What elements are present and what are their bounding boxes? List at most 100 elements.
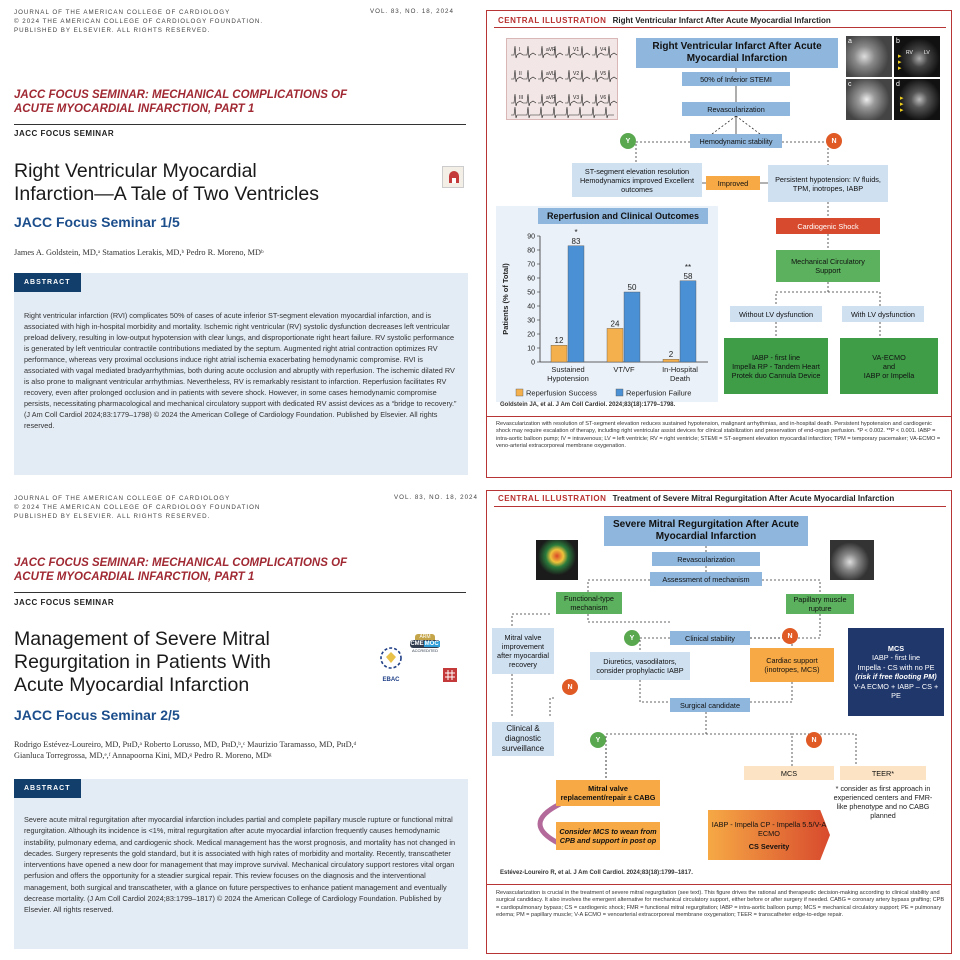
article-page-1: JOURNAL OF THE AMERICAN COLLEGE OF CARDI… (0, 0, 480, 488)
abstract-box: ABSTRACT Right ventricular infarction (R… (14, 273, 468, 475)
vaecmo-line: and (882, 361, 896, 371)
y-tick-label: 70 (527, 262, 535, 269)
ecg-lead-label: aVL (546, 71, 555, 77)
teer-note: * consider as first approach in experien… (833, 784, 933, 820)
improved-box: Improved (706, 176, 760, 190)
illustration-frame (486, 10, 952, 478)
kicker-line: ACUTE MYOCARDIAL INFARCTION, PART 1 (14, 103, 255, 115)
without-lv-box: Without LV dysfunction (730, 306, 822, 322)
revascularization-box: Revascularization (652, 552, 760, 566)
mri-arrows-d: ▸▸▸ (900, 95, 904, 114)
legend-swatch (615, 388, 624, 397)
article-title: Management of Severe Mitral Regurgitatio… (14, 628, 271, 697)
journal-header: JOURNAL OF THE AMERICAN COLLEGE OF CARDI… (14, 494, 260, 521)
open-access-icon[interactable] (442, 166, 464, 188)
vaecmo-line: VA-ECMO (872, 352, 906, 362)
title-line: Acute Myocardial Infarction (14, 674, 250, 696)
illustration-label: CENTRAL ILLUSTRATION (498, 494, 607, 503)
ecg-lead-label: V5 (600, 71, 606, 77)
figure-caption: Revascularization with resolution of ST-… (496, 421, 941, 449)
caption-rule (487, 884, 951, 885)
ecg-lead-label: I (519, 47, 520, 53)
ebac-logo-icon: EBAC (376, 644, 406, 683)
title-line: Right Ventricular Myocardial (14, 160, 257, 182)
bar-success (550, 344, 568, 363)
x-tick-label: Death (670, 374, 690, 383)
kicker-line: JACC FOCUS SEMINAR: MECHANICAL COMPLICAT… (14, 557, 348, 569)
author-list: Rodrigo Estévez-Loureiro, MD, PʜD,ᵃ Robe… (14, 739, 356, 761)
bar-value-label: 24 (611, 319, 620, 328)
y-tick-label: 50 (527, 290, 535, 297)
series-kicker: JACC FOCUS SEMINAR: MECHANICAL COMPLICAT… (14, 556, 347, 584)
abstract-heading: ABSTRACT (14, 779, 81, 798)
cs-severity-label: CS Severity (748, 841, 790, 851)
surveillance-box: Clinical & diagnostic surveillance (492, 722, 554, 756)
mitral-improvement-box: Mitral valve improvement after myocardia… (492, 628, 554, 674)
supplement-icon[interactable] (443, 668, 457, 682)
journal-line: JOURNAL OF THE AMERICAN COLLEGE OF CARDI… (14, 9, 231, 16)
img-label-lv: LV (924, 50, 930, 56)
no-circle: N (826, 133, 842, 149)
accredited-label: ACCREDITED (411, 648, 438, 653)
x-tick-label: Sustained (551, 365, 584, 374)
y-tick-label: 90 (527, 234, 535, 241)
ecg-trace (565, 69, 591, 83)
ecg-trace (511, 69, 537, 83)
ecg-trace (511, 93, 537, 107)
author-list: James A. Goldstein, MD,ᵃ Stamatios Lerak… (14, 248, 264, 257)
x-tick-label: VT/VF (613, 365, 635, 374)
legend-swatch (515, 388, 524, 397)
volume-info: VOL. 83, NO. 18, 2024 (370, 8, 454, 15)
yes-circle: Y (620, 133, 636, 149)
significance-marker: * (574, 228, 577, 237)
mcs-line: (risk if free flooting PM) (855, 672, 937, 681)
mcs-line: V-A ECMO + IABP – CS + PE (853, 681, 939, 701)
journal-line: PUBLISHED BY ELSEVIER. ALL RIGHTS RESERV… (14, 27, 211, 34)
abstract-text: Severe acute mitral regurgitation after … (24, 815, 456, 915)
chart-title: Reperfusion and Clinical Outcomes (538, 208, 708, 224)
cme-moc-badge: ARM CMEMOC ACCREDITED (410, 634, 440, 680)
ecg-trace (592, 69, 618, 83)
abstract-box: ABSTRACT Severe acute mitral regurgitati… (14, 779, 468, 949)
author-line: Rodrigo Estévez-Loureiro, MD, PʜD,ᵃ Robe… (14, 740, 357, 749)
abstract-text: Right ventricular infarction (RVI) compl… (24, 311, 457, 430)
revascularization-box: Revascularization (682, 102, 790, 116)
iabp-line: Impella RP - Tandem Heart (732, 361, 820, 371)
bar-value-label: 12 (555, 336, 564, 345)
series-kicker: JACC FOCUS SEMINAR: MECHANICAL COMPLICAT… (14, 88, 347, 116)
title-line: Management of Severe Mitral (14, 628, 270, 650)
ecg-lead-label: V1 (573, 47, 579, 53)
no-circle: N (782, 628, 798, 644)
y-tick-label: 80 (527, 248, 535, 255)
central-illustration-2: CENTRAL ILLUSTRATION Treatment of Severe… (480, 488, 960, 960)
img-label-rv: RV (906, 50, 913, 56)
yes-circle: Y (624, 630, 640, 646)
iabp-options-box: IABP - first line Impella RP - Tandem He… (724, 338, 828, 394)
img-label-d: d (896, 81, 900, 88)
y-tick-label: 0 (531, 360, 535, 367)
mri-arrows-b: ▸▸▸ (898, 53, 902, 72)
illustration-frame (486, 490, 952, 954)
vaecmo-options-box: VA-ECMO and IABP or Impella (840, 338, 938, 394)
citation: Estévez-Loureiro R, et al. J Am Coll Car… (500, 870, 693, 876)
illustration-header: CENTRAL ILLUSTRATION Treatment of Severe… (498, 494, 894, 503)
mechanism-assessment-box: Assessment of mechanism (650, 572, 762, 586)
y-tick-label: 30 (527, 318, 535, 325)
img-label-a: a (848, 38, 852, 45)
mri-image-b (894, 36, 940, 77)
section-label: JACC FOCUS SEMINAR (14, 598, 115, 607)
no-circle: N (562, 679, 578, 695)
img-label-c: c (848, 81, 852, 88)
citation: Goldstein JA, et al. J Am Coll Cardiol. … (500, 402, 676, 408)
article-page-2: JOURNAL OF THE AMERICAN COLLEGE OF CARDI… (0, 488, 480, 960)
diuretics-box: Diuretics, vasodilators, consider prophy… (590, 652, 690, 680)
mcs-step-box: MCS (744, 766, 834, 780)
illustration-header: CENTRAL ILLUSTRATION Right Ventricular I… (498, 16, 831, 25)
persistent-hypotension-box: Persistent hypotension: IV fluids, TPM, … (768, 165, 888, 202)
hemodynamic-stability-box: Hemodynamic stability (690, 134, 782, 148)
ecg-lead-label: aVR (546, 47, 556, 53)
divider (14, 592, 466, 593)
ecg-trace (538, 69, 564, 83)
